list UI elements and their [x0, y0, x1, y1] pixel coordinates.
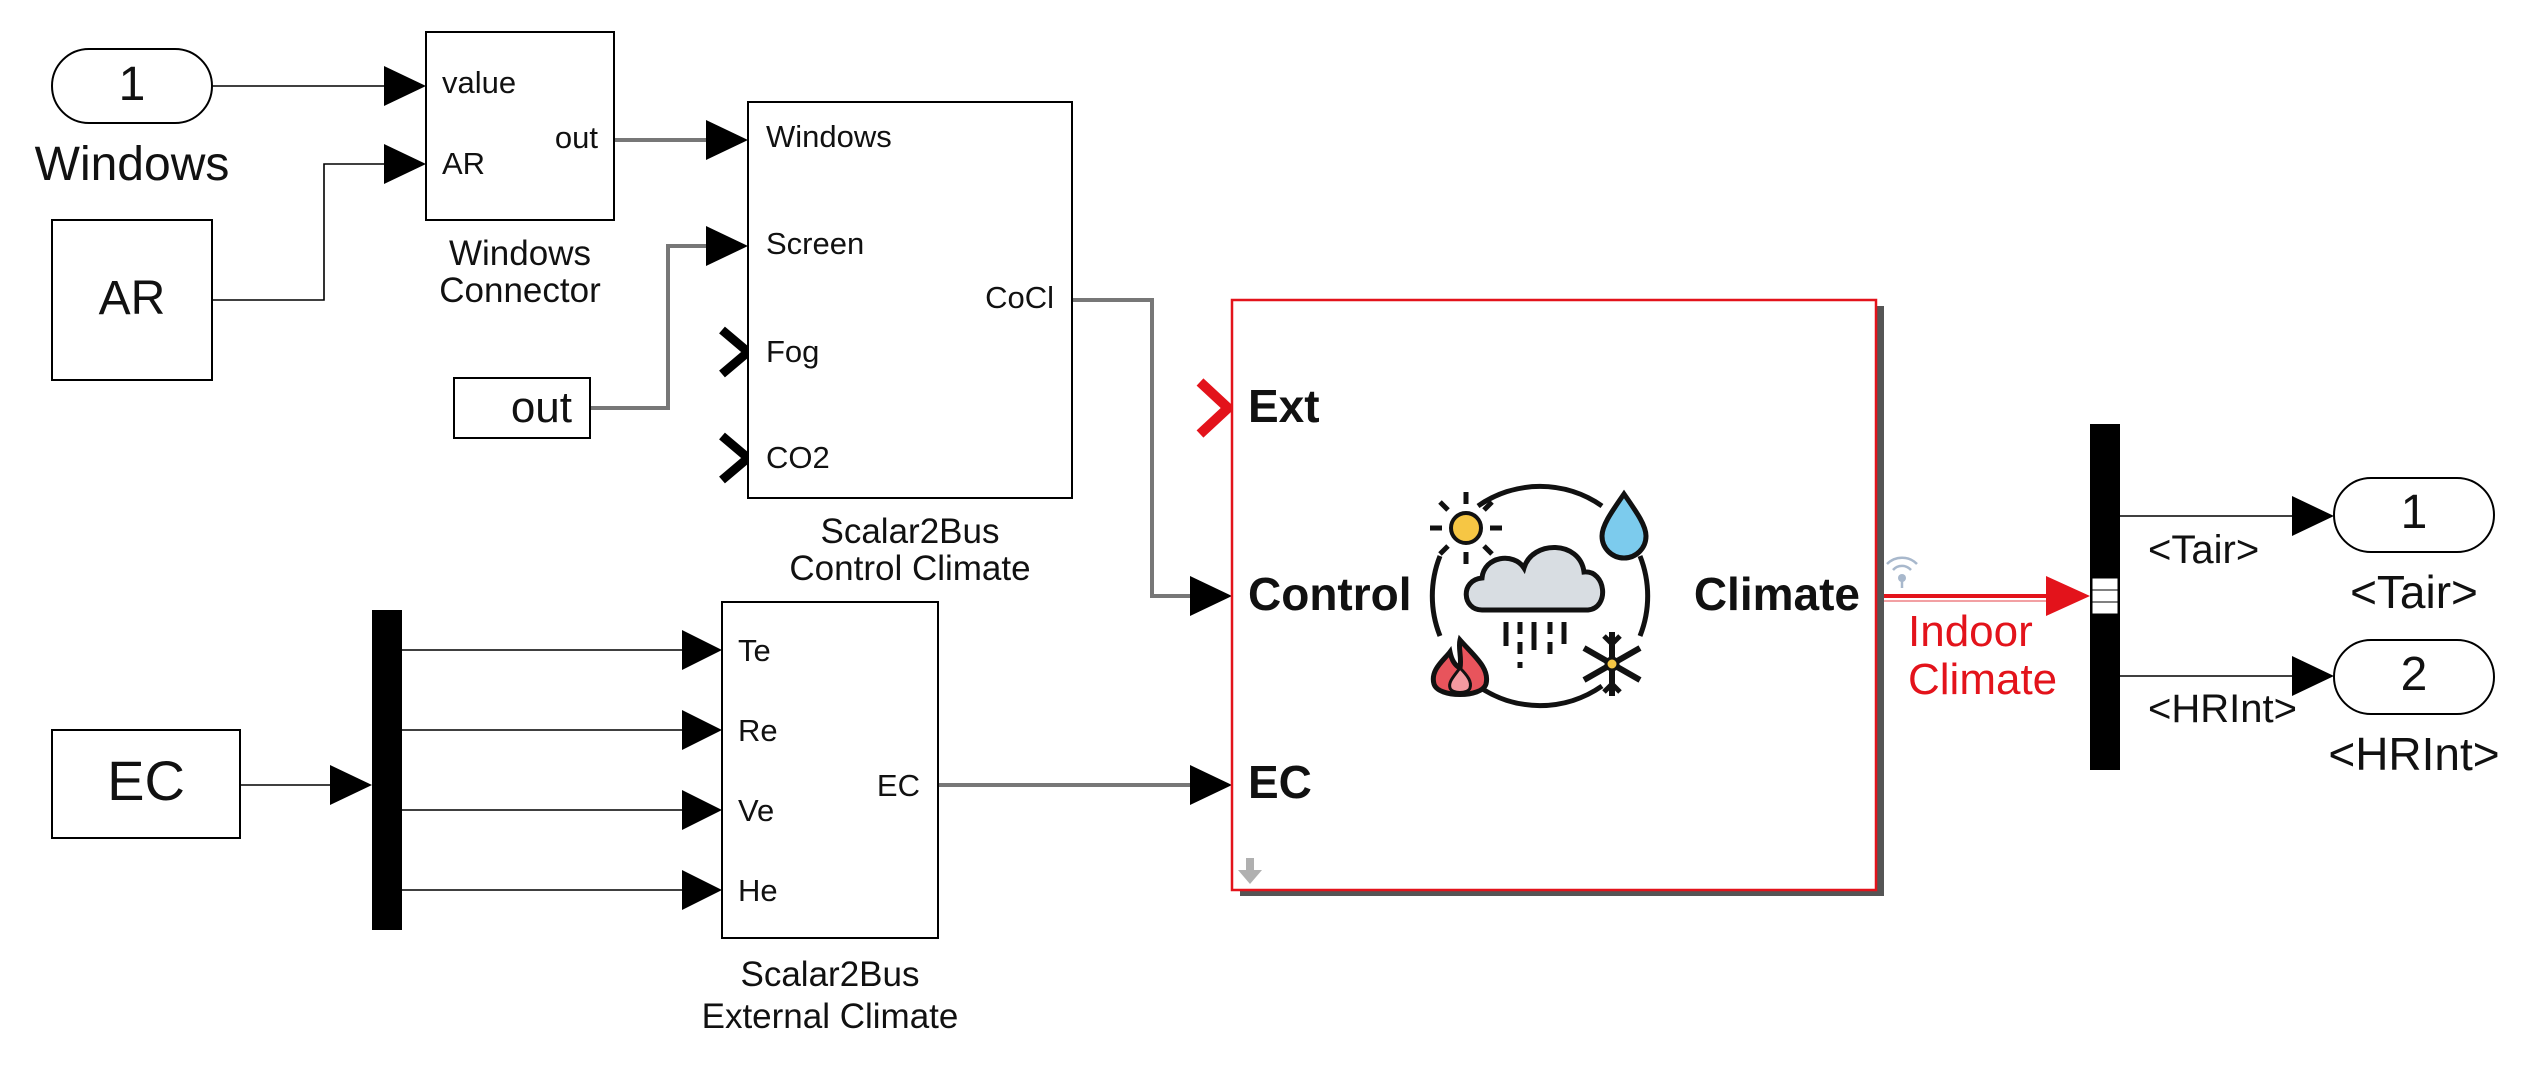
windows-connector-block[interactable]: value AR out Windows Connector: [425, 31, 615, 310]
ec-port-te: Te: [738, 633, 771, 668]
sun-icon: [1430, 492, 1502, 564]
outport-1-number: 1: [2401, 486, 2428, 539]
from-tag-ar-shape: [51, 219, 213, 381]
outport-hrint[interactable]: 2 <HRInt>: [2328, 639, 2500, 780]
outport-2-number: 2: [2401, 648, 2428, 701]
ec-name-line1: Scalar2Bus: [741, 955, 920, 994]
from-tag-out-label: out: [511, 383, 572, 432]
line-ar-to-connector[interactable]: [212, 163, 392, 301]
from-tag-out-shape: [453, 377, 591, 439]
chevron-ext[interactable]: [1196, 378, 1236, 438]
arrow-indoor-climate: [2046, 576, 2090, 616]
inport-windows[interactable]: 1 Windows: [35, 48, 230, 191]
windows-connector-shape: [425, 31, 615, 221]
cc-name-line2: Control Climate: [789, 549, 1030, 588]
outport-2-shape: [2333, 639, 2495, 715]
bus-selector-window: [2091, 577, 2119, 615]
wc-name-line1: Windows: [449, 234, 591, 273]
signal-lines: [212, 66, 2334, 910]
snowflake-icon: [1582, 632, 1642, 696]
arrow-screen: [706, 226, 748, 266]
chevron-co2[interactable]: [719, 432, 755, 484]
arrow-ec: [1190, 765, 1232, 805]
bus-selector-block[interactable]: <Tair> <HRInt>: [2090, 424, 2297, 770]
outport-2-name: <HRInt>: [2328, 728, 2499, 780]
from-tag-ar-label: AR: [99, 272, 166, 325]
wc-port-ar: AR: [442, 146, 485, 181]
bus-sig-tair: <Tair>: [2148, 528, 2259, 572]
from-tag-ec[interactable]: EC: [51, 729, 241, 839]
cloud-icon: [1463, 545, 1605, 668]
ec-port-ec-out: EC: [877, 768, 920, 803]
link-arrow-icon[interactable]: [1238, 858, 1262, 884]
cc-port-co2: CO2: [766, 440, 830, 475]
wc-name-line2: Connector: [439, 271, 601, 310]
arrow-tair: [2292, 496, 2334, 536]
cc-name-line1: Scalar2Bus: [821, 512, 1000, 551]
arrow-control: [1190, 576, 1232, 616]
arrow-mux: [330, 765, 372, 805]
arrow-re: [682, 710, 722, 750]
climate-subsystem-block[interactable]: Ext Control EC Climate: [1230, 298, 1884, 896]
arrow-he: [682, 870, 722, 910]
arrow-ve: [682, 790, 722, 830]
arrow-ar: [384, 144, 426, 184]
from-tag-out[interactable]: out: [453, 377, 591, 439]
ec-name-line2: External Climate: [702, 997, 959, 1036]
cc-port-screen: Screen: [766, 226, 864, 261]
scalar2bus-external-climate-block[interactable]: Te Re Ve He EC Scalar2Bus External Clima…: [702, 601, 959, 1036]
arrow-hrint: [2292, 656, 2334, 696]
ec-port-re: Re: [738, 713, 778, 748]
signal-label-climate[interactable]: Climate: [1908, 655, 2057, 704]
from-tag-ec-label: EC: [107, 749, 185, 812]
from-tag-ec-shape: [51, 729, 241, 839]
climate-port-ec: EC: [1248, 756, 1312, 808]
cc-port-cocl: CoCl: [985, 280, 1054, 315]
scalar2bus-control-climate-block[interactable]: Windows Screen Fog CO2 CoCl Scalar2Bus C…: [747, 101, 1073, 588]
ec-port-he: He: [738, 873, 778, 908]
weather-climate-icon: [1429, 483, 1651, 709]
climate-port-ext: Ext: [1248, 380, 1320, 432]
inport-1-shape: [51, 48, 213, 124]
outport-tair[interactable]: 1 <Tair>: [2333, 477, 2495, 618]
inport-1-name: Windows: [35, 138, 230, 191]
signal-hierarchy-icon[interactable]: [1886, 556, 1918, 588]
arrow-value: [384, 66, 426, 106]
control-climate-shape: [747, 101, 1073, 499]
climate-port-control: Control: [1248, 568, 1412, 620]
outport-1-shape: [2333, 477, 2495, 553]
ec-port-ve: Ve: [738, 793, 774, 828]
line-out-tag-to-screen[interactable]: [590, 244, 712, 410]
cc-port-windows: Windows: [766, 119, 892, 154]
climate-port-climate-out: Climate: [1694, 568, 1860, 620]
external-climate-shape: [721, 601, 939, 939]
water-drop-icon: [1599, 489, 1649, 561]
outport-1-name: <Tair>: [2350, 566, 2478, 618]
demux-bar[interactable]: [372, 610, 402, 930]
signal-label-indoor[interactable]: Indoor: [1908, 607, 2033, 656]
bus-sig-hrint: <HRInt>: [2148, 687, 2297, 731]
inport-1-number: 1: [119, 58, 146, 111]
arrow-te: [682, 630, 722, 670]
fire-icon: [1430, 634, 1490, 697]
chevron-fog[interactable]: [719, 326, 755, 378]
cc-port-fog: Fog: [766, 334, 819, 369]
arrow-windows: [706, 120, 748, 160]
wc-port-out: out: [555, 120, 598, 155]
wc-port-value: value: [442, 65, 516, 100]
from-tag-ar[interactable]: AR: [51, 219, 213, 381]
line-cocl-to-control[interactable]: [1072, 298, 1196, 598]
